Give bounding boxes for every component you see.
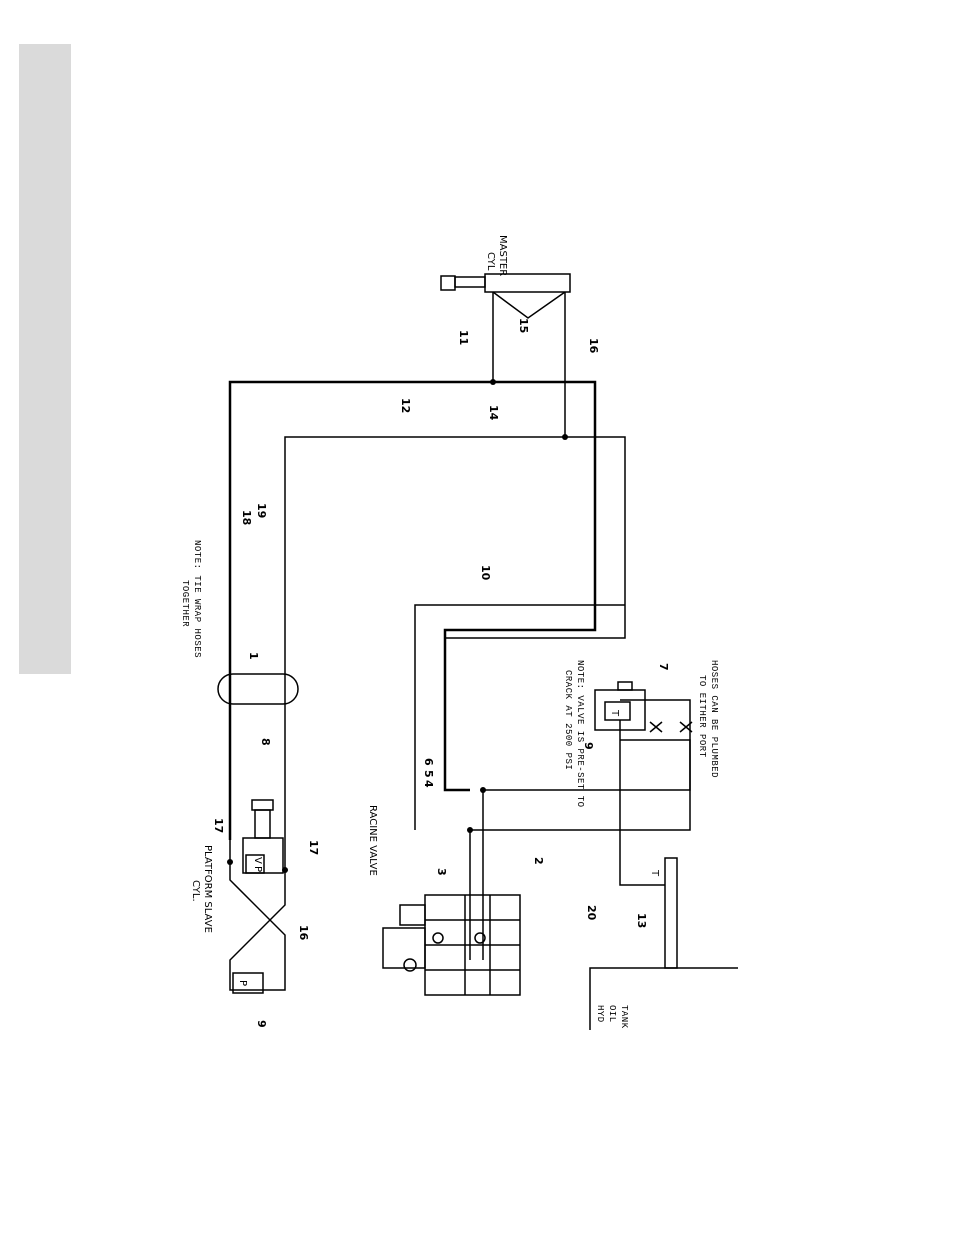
callout-7: 7 <box>657 663 670 671</box>
callout-17b: 17 <box>307 840 320 855</box>
port-t-label: T <box>609 709 620 717</box>
callout-18: 18 <box>240 510 253 525</box>
callout-2: 2 <box>532 857 545 865</box>
junction-dots <box>227 379 568 873</box>
note-valve-2: CRACK AT 2500 PSI <box>563 670 573 770</box>
note-tie-wrap-2: TOGETHER <box>180 580 190 627</box>
note-valve-1: NOTE: VALVE IS PRE-SET TO <box>575 660 585 808</box>
platform-slave-label-2: CYL. <box>190 880 201 902</box>
callout-16b: 16 <box>297 925 310 941</box>
callout-5: 5 <box>422 770 435 778</box>
callout-15: 15 <box>517 318 530 333</box>
callout-9a: 9 <box>582 742 595 750</box>
callout-8: 8 <box>259 738 272 746</box>
hyd-tank-label-1: HYD <box>595 1005 605 1023</box>
callout-13: 13 <box>635 913 648 928</box>
callout-20: 20 <box>585 905 598 921</box>
callout-17a: 17 <box>212 818 225 833</box>
racine-valve-label: RACINE VALVE <box>367 805 378 876</box>
hose-20 <box>620 720 665 885</box>
hose-19 <box>285 437 625 840</box>
racine-valve-stack <box>383 895 520 995</box>
callout-14: 14 <box>487 405 500 421</box>
master-cyl-label-1: MASTER <box>497 235 508 276</box>
callout-10: 10 <box>479 565 492 581</box>
hyd-tank-label-3: TANK <box>619 1005 629 1029</box>
callout-1: 1 <box>247 652 260 660</box>
callout-19: 19 <box>255 503 268 518</box>
callout-16a: 16 <box>587 338 600 354</box>
platform-slave-label-1: PLATFORM SLAVE <box>202 845 213 933</box>
note-tie-wrap-1: NOTE: TIE WRAP HOSES <box>192 540 202 658</box>
master-cyl-label-2: CYL <box>485 252 496 271</box>
hoses-plumbed-1: HOSES CAN BE PLUMBED <box>709 660 719 778</box>
callout-11: 11 <box>457 330 470 345</box>
callout-3: 3 <box>435 868 448 876</box>
callout-12: 12 <box>399 398 412 413</box>
port-v-label: V <box>252 857 263 864</box>
platform-slave-cylinder <box>230 800 285 993</box>
callout-4: 4 <box>422 780 435 788</box>
port-p-label-2: P <box>237 980 248 986</box>
master-cylinder <box>441 274 570 318</box>
hoses-plumbed-2: TO EITHER PORT <box>697 675 707 758</box>
port-p-label: P <box>252 866 263 872</box>
port-t-label-2: T <box>649 869 660 877</box>
callout-9b: 9 <box>255 1020 268 1028</box>
hyd-tank-label-2: OIL <box>607 1005 617 1023</box>
callout-6: 6 <box>422 758 435 766</box>
port-x-marks <box>650 722 692 732</box>
